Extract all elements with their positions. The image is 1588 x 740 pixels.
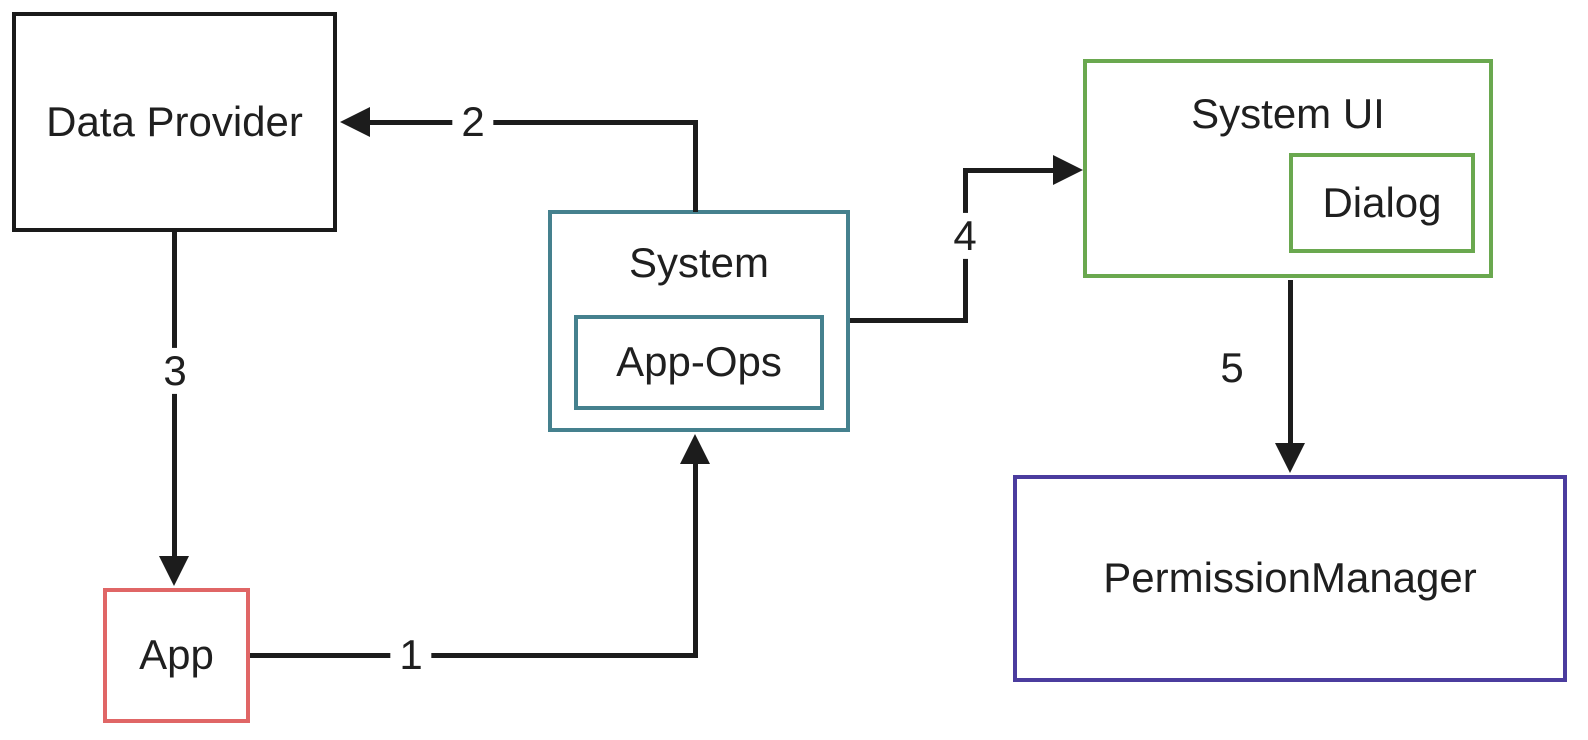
node-system: System App-Ops	[548, 210, 850, 432]
edge-4-label: 4	[944, 212, 986, 260]
node-app: App	[103, 588, 250, 723]
edge-4-arrowhead-right-icon	[1053, 155, 1083, 185]
node-app-ops: App-Ops	[574, 315, 824, 410]
node-permission-manager-label: PermissionManager	[1103, 554, 1477, 602]
edge-1-label: 1	[390, 631, 432, 679]
node-system-label: System	[628, 239, 770, 286]
node-system-ui: System UI Dialog	[1083, 59, 1493, 278]
edge-2-segment-horizontal	[366, 120, 698, 125]
node-dialog: Dialog	[1289, 153, 1475, 253]
node-app-label: App	[139, 631, 214, 679]
node-permission-manager: PermissionManager	[1013, 475, 1567, 682]
edge-3-arrowhead-down-icon	[159, 556, 189, 586]
edge-3-label: 3	[154, 347, 196, 395]
edge-2-label: 2	[452, 98, 494, 146]
node-data-provider: Data Provider	[12, 12, 337, 232]
edge-1-arrowhead-up-icon	[680, 434, 710, 464]
edge-2-segment-vertical	[693, 120, 698, 212]
edge-5-segment-vertical	[1288, 280, 1293, 447]
edge-2-arrowhead-left-icon	[340, 107, 370, 137]
edge-4-segment-horizontal-lower	[850, 318, 968, 323]
node-app-ops-label: App-Ops	[616, 338, 782, 386]
node-dialog-label: Dialog	[1322, 178, 1442, 226]
edge-3-segment-vertical	[172, 232, 177, 562]
node-data-provider-label: Data Provider	[46, 97, 303, 145]
edge-5-arrowhead-down-icon	[1275, 443, 1305, 473]
edge-1-segment-horizontal	[250, 653, 698, 658]
node-system-ui-label: System UI	[1191, 90, 1385, 137]
edge-1-segment-vertical	[693, 460, 698, 658]
edge-4-segment-horizontal-upper	[963, 168, 1057, 173]
edge-5-label: 5	[1211, 344, 1253, 392]
